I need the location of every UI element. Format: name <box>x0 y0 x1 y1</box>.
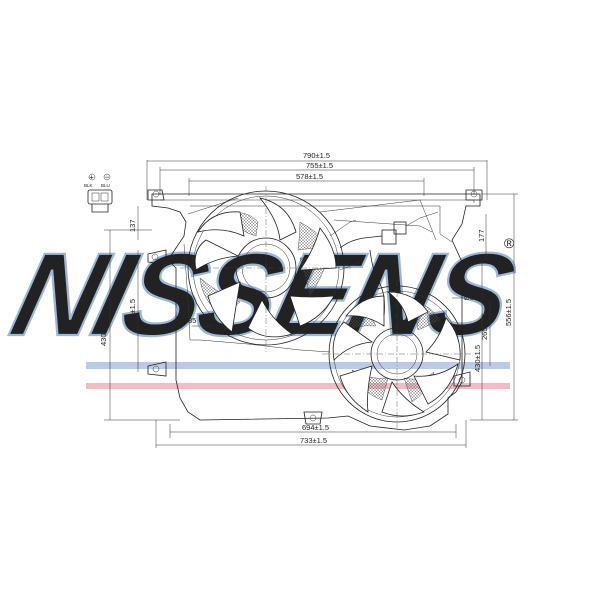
connector-pin-1-label: + <box>90 173 95 182</box>
dim-right-fan-diameter: Ø310 <box>464 293 482 302</box>
watermark-blue-stripe <box>86 362 510 369</box>
right-fan: Ø310 <box>322 280 482 428</box>
dim-height-right-fan: 265±1.5 <box>480 313 489 340</box>
left-dimensions: 430±1.5 285±1.5 137 <box>99 206 180 421</box>
left-fan: Ø385 <box>178 186 352 352</box>
mount-bottom <box>303 411 323 425</box>
wiring-harness <box>339 211 439 317</box>
dim-width-inner: 578±1.5 <box>296 172 323 181</box>
dim-left-fan-diameter: Ø385 <box>178 316 196 325</box>
shroud-frame <box>147 189 483 431</box>
connector-pin-1-color: BLK <box>84 183 93 188</box>
connector-pin-2-label: − <box>105 173 110 182</box>
dim-width-mounts: 755±1.5 <box>306 161 333 170</box>
dim-top-left-offset: 137 <box>128 219 137 232</box>
dim-top-right-offset: 177 <box>477 229 486 242</box>
connector-pin-2-color: BLU <box>101 183 110 188</box>
mount-left-upper <box>147 249 167 265</box>
mount-top-left <box>147 189 165 201</box>
dim-height-overall: 556±1.5 <box>504 299 513 326</box>
mount-top-right <box>465 189 483 201</box>
watermark-registered-mark: ® <box>504 235 515 251</box>
watermark-red-stripe <box>86 383 510 389</box>
mount-right-lower <box>453 371 471 387</box>
dim-height-left: 430±1.5 <box>99 319 108 346</box>
harness-connector <box>381 229 397 245</box>
right-dimensions: 556±1.5 177 430±1.5 265±1.5 <box>470 193 518 421</box>
mount-left-lower <box>147 361 167 377</box>
top-dimensions: 790±1.5 755±1.5 578±1.5 <box>146 151 488 200</box>
dim-height-left-fan: 285±1.5 <box>128 299 137 326</box>
bottom-dimensions: 694±1.5 733±1.5 <box>155 420 467 448</box>
nissens-watermark: NISSENS ® <box>0 229 527 389</box>
dim-height-right: 430±1.5 <box>473 345 482 372</box>
connector-icon: + − BLK BLU <box>84 173 113 213</box>
dim-width-bottom-outer: 733±1.5 <box>300 436 327 445</box>
dim-width-bottom-inner: 694±1.5 <box>302 423 329 432</box>
dim-width-overall: 790±1.5 <box>303 151 330 160</box>
watermark-text: NISSENS <box>0 230 526 361</box>
